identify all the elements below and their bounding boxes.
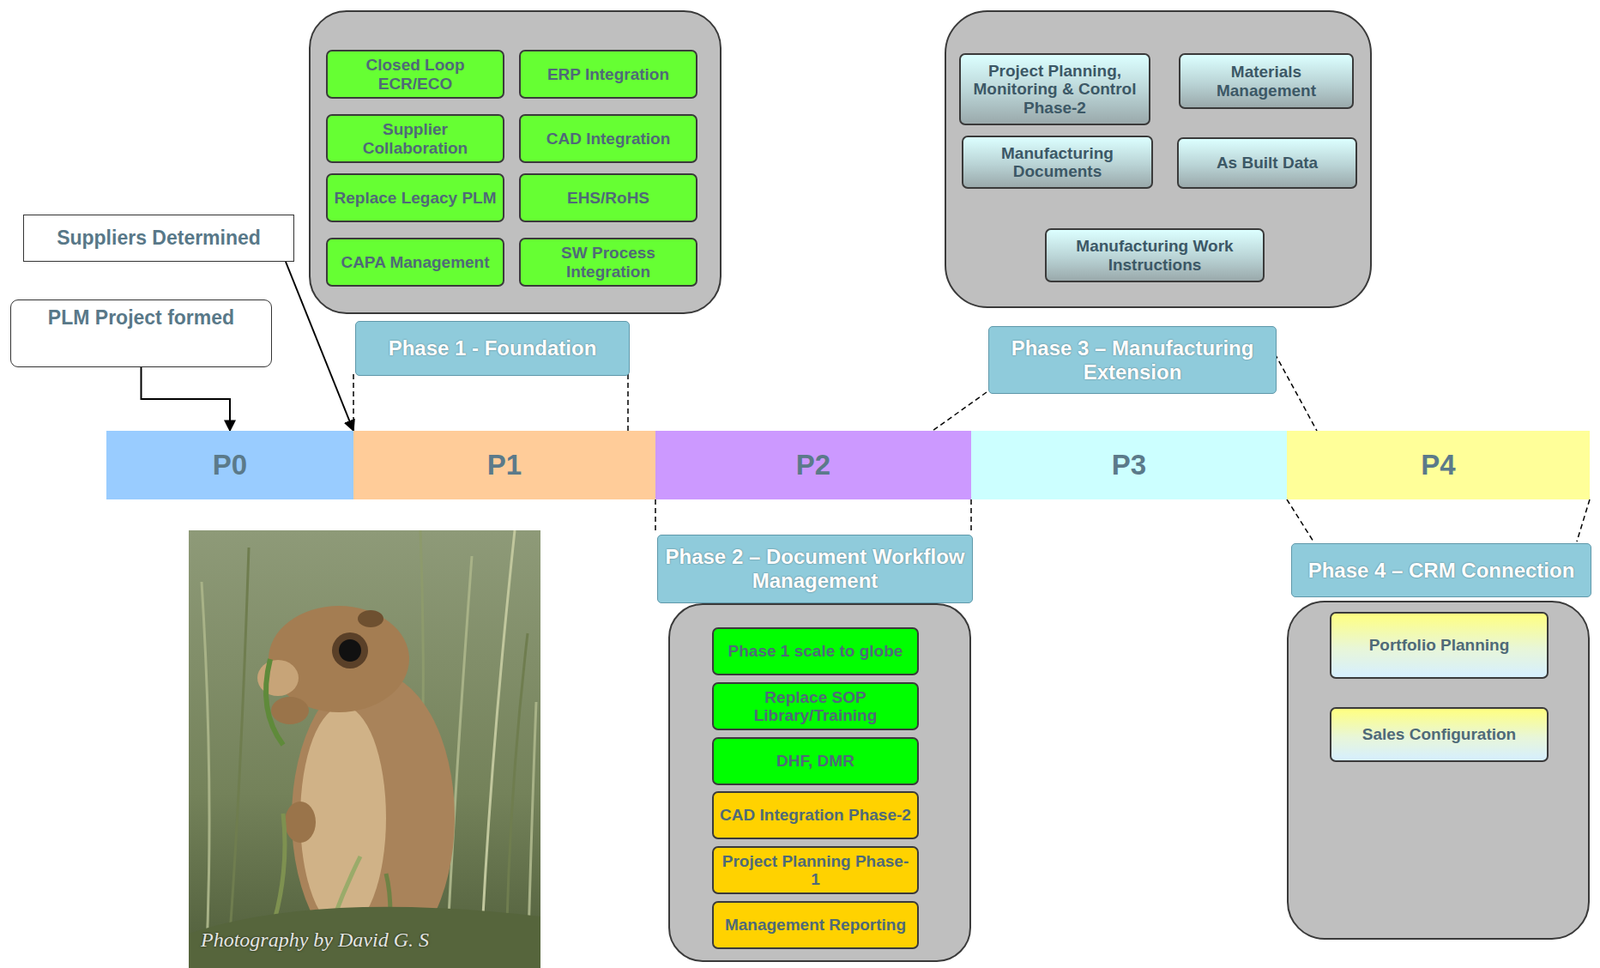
grass-blade [480, 530, 515, 968]
box-label: CAD Integration [525, 129, 691, 148]
grass-mass [188, 906, 541, 968]
animal-head [268, 605, 410, 713]
bracket-line [1286, 499, 1314, 542]
phase-panel: Phase 1 scale to globeReplace SOP Librar… [668, 603, 972, 962]
feature-box: As Built Data [1177, 137, 1358, 189]
phase-heading: Phase 4 – CRM Connection [1291, 543, 1592, 598]
feature-box: CAPA Management [326, 237, 505, 287]
box-label: SW Process Integration [525, 243, 691, 281]
connector-arrow [285, 261, 354, 431]
box-label: Supplier Collaboration [332, 120, 498, 157]
prairie-dog-photo [188, 530, 541, 968]
box-label: Project Planning Phase-1 [718, 851, 912, 889]
feature-box: Replace SOP Library/Training [712, 682, 919, 731]
phase-brackets [353, 353, 1590, 542]
feature-box: Manufacturing Work Instructions [1044, 228, 1265, 283]
photo-ground [188, 530, 541, 968]
milestone-box: Suppliers Determined [23, 214, 295, 262]
feature-box: Management Reporting [712, 900, 919, 949]
animal-eye [338, 639, 362, 662]
box-label: Suppliers Determined [29, 227, 289, 250]
phase-heading: Phase 1 - Foundation [355, 320, 630, 376]
foreground-grass [188, 813, 541, 968]
feature-box: Supplier Collaboration [326, 114, 505, 164]
box-label: Manufacturing Work Instructions [1051, 236, 1258, 274]
feature-box: SW Process Integration [519, 237, 698, 287]
feature-box: EHS/RoHS [519, 173, 698, 223]
feature-box: ERP Integration [519, 49, 698, 99]
photo-watermark: Photography by David G. S [200, 928, 429, 952]
phase-band: P1 [353, 430, 656, 500]
animal-ear [357, 609, 384, 628]
phase-code: P0 [111, 449, 349, 482]
box-label: CAPA Management [332, 253, 498, 272]
bracket-line [1576, 499, 1590, 542]
box-label: DHF, DMR [718, 751, 912, 770]
box-label: Manufacturing Documents [968, 144, 1147, 182]
grass [201, 530, 537, 968]
phase-panel: Portfolio PlanningSales ConfigurationPha… [1286, 600, 1590, 940]
phase-code: P3 [976, 449, 1282, 482]
box-label: Replace Legacy PLM [332, 188, 498, 207]
box-label: Phase 1 scale to globe [718, 641, 912, 660]
animal-paw [284, 801, 316, 843]
phase-band: P4 [1286, 430, 1590, 500]
feature-box: Materials Management [1178, 53, 1354, 109]
feature-box: CAD Integration Phase-2 [712, 790, 919, 840]
feature-box: Sales Configuration [1329, 706, 1549, 762]
feature-box: Project Planning Phase-1 [712, 845, 919, 894]
feature-box: Portfolio Planning [1329, 611, 1549, 679]
box-label: CAD Integration Phase-2 [718, 805, 912, 824]
feature-box: Phase 1 scale to globe [712, 627, 919, 676]
grass-blade [227, 547, 249, 968]
box-label: Sales Configuration [1336, 724, 1542, 743]
phase-code: P2 [660, 449, 967, 482]
bracket-line [352, 374, 355, 431]
feature-box: CAD Integration [519, 114, 698, 164]
box-label: Closed Loop ECR/ECO [332, 55, 498, 93]
phase-panel: Project Planning, Monitoring & Control P… [944, 10, 1372, 308]
feature-box: Replace Legacy PLM [326, 173, 505, 223]
feature-box: Project Planning, Monitoring & Control P… [959, 53, 1151, 126]
bracket-line [932, 392, 987, 431]
connector-arrow [141, 367, 231, 431]
phase-heading: Phase 3 – Manufacturing Extension [988, 326, 1277, 394]
box-label: Project Planning, Monitoring & Control P… [966, 61, 1144, 117]
box-label: As Built Data [1183, 153, 1351, 172]
phase-code: P4 [1292, 449, 1585, 482]
animal-paw [271, 696, 309, 725]
eye-ring [332, 632, 369, 669]
grass-blade [201, 581, 210, 968]
bracket-line [627, 374, 629, 431]
grass-blade [446, 555, 472, 968]
feature-box: Manufacturing Documents [961, 135, 1154, 189]
box-label: Replace SOP Library/Training [718, 688, 912, 725]
box-label: EHS/RoHS [525, 188, 691, 207]
box-label: Materials Management [1185, 62, 1347, 100]
phase-band: P0 [106, 430, 354, 500]
phase-code: P1 [358, 449, 651, 482]
bracket-line [970, 499, 973, 533]
phase-heading: Phase 2 – Document Workflow Management [657, 534, 973, 604]
box-label: Management Reporting [718, 915, 912, 934]
box-label: ERP Integration [525, 65, 691, 84]
box-label: PLM Project formed [16, 307, 266, 330]
box-label: Portfolio Planning [1336, 635, 1542, 654]
feature-box: Closed Loop ECR/ECO [326, 49, 505, 99]
phase-panel: Closed Loop ECR/ECO ERP IntegrationSuppli… [308, 10, 722, 314]
phase-band: P2 [655, 430, 972, 500]
bracket-line [654, 499, 657, 533]
milestone-box: PLM Project formed [10, 299, 272, 368]
feature-box: DHF, DMR [712, 736, 919, 785]
bracket-line [1274, 353, 1317, 431]
phase-band: P3 [971, 430, 1287, 500]
